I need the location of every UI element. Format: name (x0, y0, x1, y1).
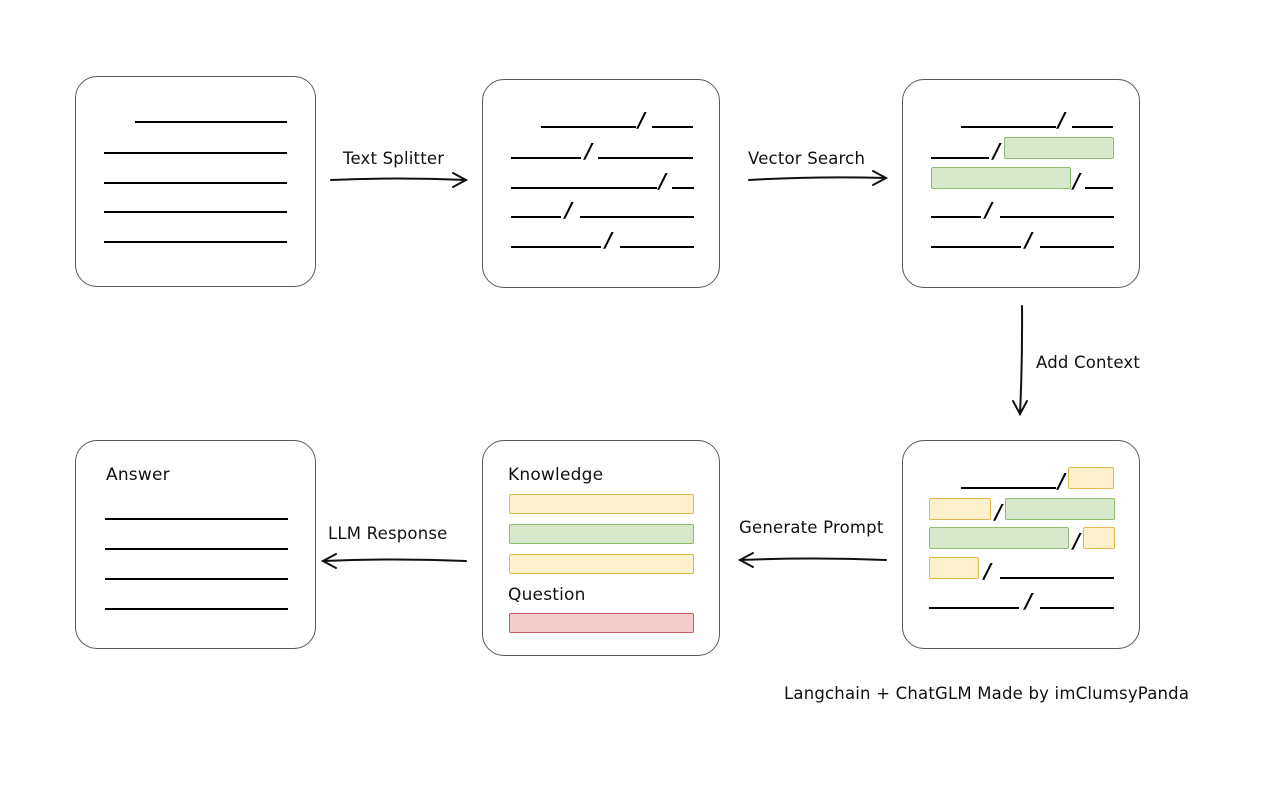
text-slash: / (1073, 529, 1081, 553)
node-source-document (75, 76, 316, 287)
arrow-label-text-splitter: Text Splitter (343, 149, 445, 168)
node-answer-heading-0: Answer (106, 465, 170, 485)
text-line (104, 211, 287, 213)
text-slash: / (638, 108, 646, 132)
node-split-chunks (482, 79, 720, 288)
text-line (1000, 216, 1114, 218)
text-line (931, 157, 989, 159)
text-line (105, 578, 288, 580)
text-line (1000, 577, 1114, 579)
text-line (961, 487, 1056, 489)
prompt-chip-red (509, 613, 694, 633)
text-line (929, 607, 1019, 609)
text-line (104, 182, 287, 184)
prompt-chip-green (509, 524, 694, 544)
text-slash: / (1025, 589, 1033, 613)
prompt-chip-yellow (509, 494, 694, 514)
highlight-chip-green (931, 167, 1071, 189)
text-slash: / (1058, 108, 1066, 132)
text-slash: / (605, 228, 613, 252)
highlight-chip-yellow (929, 557, 979, 579)
text-slash: / (993, 139, 1001, 163)
node-prompt-heading-0: Knowledge (508, 465, 604, 485)
text-line (104, 152, 287, 154)
text-slash: / (985, 198, 993, 222)
node-prompt-heading-1: Question (508, 585, 586, 605)
highlight-chip-yellow (1068, 467, 1114, 489)
footer-credit: Langchain + ChatGLM Made by imClumsyPand… (784, 684, 1190, 703)
prompt-chip-yellow (509, 554, 694, 574)
text-line (511, 216, 561, 218)
highlight-chip-yellow (1083, 527, 1115, 549)
text-line (1040, 246, 1114, 248)
arrow-label-vector-search: Vector Search (748, 149, 866, 168)
text-slash: / (565, 198, 573, 222)
text-line (541, 126, 636, 128)
text-slash: / (1058, 469, 1066, 493)
highlight-chip-green (929, 527, 1069, 549)
text-line (105, 548, 288, 550)
text-line (580, 216, 694, 218)
text-slash: / (984, 559, 992, 583)
arrow-label-llm-response: LLM Response (328, 524, 448, 543)
text-slash: / (995, 500, 1003, 524)
text-slash: / (585, 139, 593, 163)
text-slash: / (1073, 169, 1081, 193)
text-line (931, 216, 981, 218)
text-line (104, 241, 287, 243)
arrow-label-generate-prompt: Generate Prompt (739, 518, 884, 537)
highlight-chip-green (1005, 498, 1115, 520)
text-line (511, 187, 657, 189)
text-line (1072, 126, 1113, 128)
text-line (620, 246, 694, 248)
text-line (105, 608, 288, 610)
highlight-chip-green (1004, 137, 1114, 159)
text-line (672, 187, 694, 189)
highlight-chip-yellow (929, 498, 991, 520)
text-line (652, 126, 693, 128)
text-line (511, 246, 601, 248)
arrow-label-add-context: Add Context (1036, 353, 1141, 372)
node-answer (75, 440, 316, 649)
text-line (105, 518, 288, 520)
text-line (931, 246, 1021, 248)
text-line (1040, 607, 1114, 609)
text-slash: / (659, 169, 667, 193)
text-line (598, 157, 693, 159)
text-line (961, 126, 1056, 128)
text-slash: / (1025, 228, 1033, 252)
text-line (135, 121, 287, 123)
text-line (1085, 187, 1113, 189)
text-line (511, 157, 581, 159)
